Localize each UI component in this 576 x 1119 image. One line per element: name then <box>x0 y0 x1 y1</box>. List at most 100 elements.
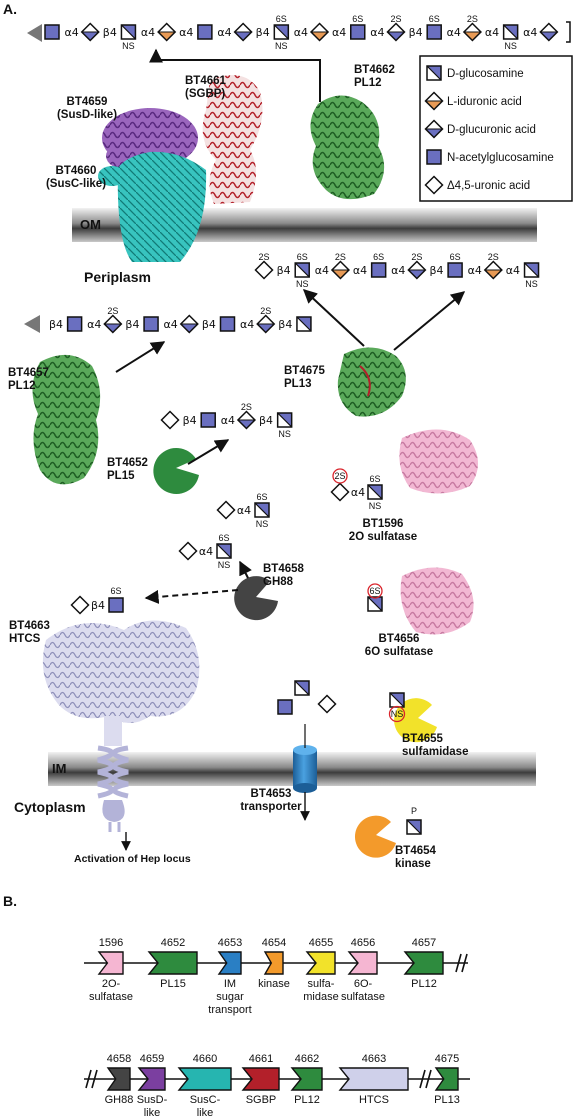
arrow-bt4658 <box>239 560 252 579</box>
bt4660-label: BT4660(SusC-like) <box>46 165 106 190</box>
modification-label: 6S <box>110 586 121 596</box>
legend-item: L-iduronic acid <box>424 91 522 111</box>
modification-label: NS <box>296 279 309 289</box>
uronic-acid-icon <box>424 175 444 195</box>
free-monosaccharides <box>277 680 337 715</box>
bt4660-label-line: BT4660 <box>56 165 97 177</box>
glycosidic-bond-label: α4 <box>391 264 405 277</box>
gene-arrow <box>241 1067 280 1091</box>
modification-label: NS <box>391 709 404 719</box>
glucuronic-acid-icon <box>80 22 100 42</box>
gene-arrow <box>290 1067 323 1091</box>
iduronic-acid-icon <box>462 22 482 42</box>
bt4675-label-line: BT4675 <box>284 365 326 377</box>
gene-caption: 2O- <box>102 978 121 990</box>
glycosidic-bond-label: β4 <box>259 414 273 427</box>
bt4657-label-line: PL12 <box>8 380 36 392</box>
gene-caption: sugar <box>216 991 244 1003</box>
gene-arrow <box>97 951 124 975</box>
gene-caption: GH88 <box>105 1094 134 1106</box>
glcnac-icon <box>426 24 442 40</box>
gene-arrow <box>403 951 444 975</box>
gene-caption: sulfa- <box>308 978 335 990</box>
glycosidic-bond-label: β4 <box>256 26 270 39</box>
glcnac-icon <box>66 316 83 332</box>
bt4658-gh88-pacman <box>234 576 278 621</box>
gene-number: 4675 <box>435 1053 459 1065</box>
gene-arrow <box>434 1067 459 1091</box>
modification-label: 2S <box>258 252 269 262</box>
bt4655-label-line: BT4655 <box>402 733 444 745</box>
bt4654-label-line: kinase <box>395 858 431 870</box>
gene-arrow <box>305 951 336 975</box>
bt4663-htcs-structure <box>42 620 200 832</box>
inner-membrane: IM <box>48 752 536 786</box>
modification-label: NS <box>122 41 135 51</box>
modification-label: NS <box>256 519 269 529</box>
glycosidic-bond-label: α4 <box>523 26 537 39</box>
bt4654-label-line: BT4654 <box>395 845 437 857</box>
bt4659-label: BT4659(SusD-like) <box>57 96 117 121</box>
bt4662-label-line: PL12 <box>354 77 382 89</box>
gene-arrow <box>177 1067 232 1091</box>
gene-caption: 6O- <box>354 978 373 990</box>
arrow-bt4657 <box>115 341 166 373</box>
glcnac-icon <box>197 24 213 40</box>
gene-caption: sulfatase <box>89 991 133 1003</box>
bt4656-substrate: 6S <box>367 583 383 612</box>
bt1596-sulfatase-structure <box>399 429 478 494</box>
legend-label: N-acetylglucosamine <box>447 152 554 164</box>
modification-label: 2S <box>260 306 271 316</box>
nonreducing-end-arrow-icon <box>27 24 42 42</box>
glycosidic-bond-label: β4 <box>49 318 63 331</box>
gene-caption: HTCS <box>359 1094 389 1106</box>
iduronic-acid-icon <box>424 91 444 111</box>
modification-label: NS <box>218 560 231 570</box>
glcnac-icon <box>277 699 293 715</box>
glucosamine-icon <box>367 596 383 612</box>
bt4653-label-line: transporter <box>240 801 302 813</box>
glucuronic-acid-icon <box>386 22 406 42</box>
glycosidic-bond-label: α4 <box>141 26 155 39</box>
bt4655-substrate: NS <box>388 692 406 723</box>
glucosamine-icon <box>294 680 310 696</box>
periplasm-label: Periplasm <box>84 269 151 285</box>
glycosidic-bond-label: α4 <box>506 264 520 277</box>
glucuronic-acid-icon <box>236 410 257 430</box>
glucuronic-acid-icon <box>256 314 276 334</box>
gene-number: 4652 <box>161 937 185 949</box>
modification-label: 6S <box>373 252 384 262</box>
glucosamine-icon <box>426 65 442 81</box>
modification-label: 6S <box>429 14 440 24</box>
bt4660-susc-structure <box>98 151 207 262</box>
gene-caption: midase <box>303 991 338 1003</box>
arrow-bt4675-right <box>393 291 466 351</box>
gene-caption: PL13 <box>434 1094 460 1106</box>
enzyme-labels: BT4659(SusD-like) BT4660(SusC-like) BT4661… <box>8 64 468 870</box>
bt4659-label-line: BT4659 <box>67 96 108 108</box>
glycosidic-bond-label: α4 <box>332 26 346 39</box>
bt4661-label-line: BT4661 <box>185 75 227 87</box>
glycosidic-bond-label: α4 <box>64 26 78 39</box>
bt4655-sulfamidase-pacman <box>394 698 437 743</box>
modification-label: 2S <box>241 402 252 412</box>
gene-cluster: 15962O-sulfatase4652PL154653IMsugartrans… <box>84 937 470 1119</box>
glcnac-icon <box>108 597 124 613</box>
bt4652-label-line: PL15 <box>107 470 135 482</box>
bt4654-kinase-pacman <box>354 815 396 858</box>
phosphorylated-glucosamine: P <box>406 806 422 835</box>
